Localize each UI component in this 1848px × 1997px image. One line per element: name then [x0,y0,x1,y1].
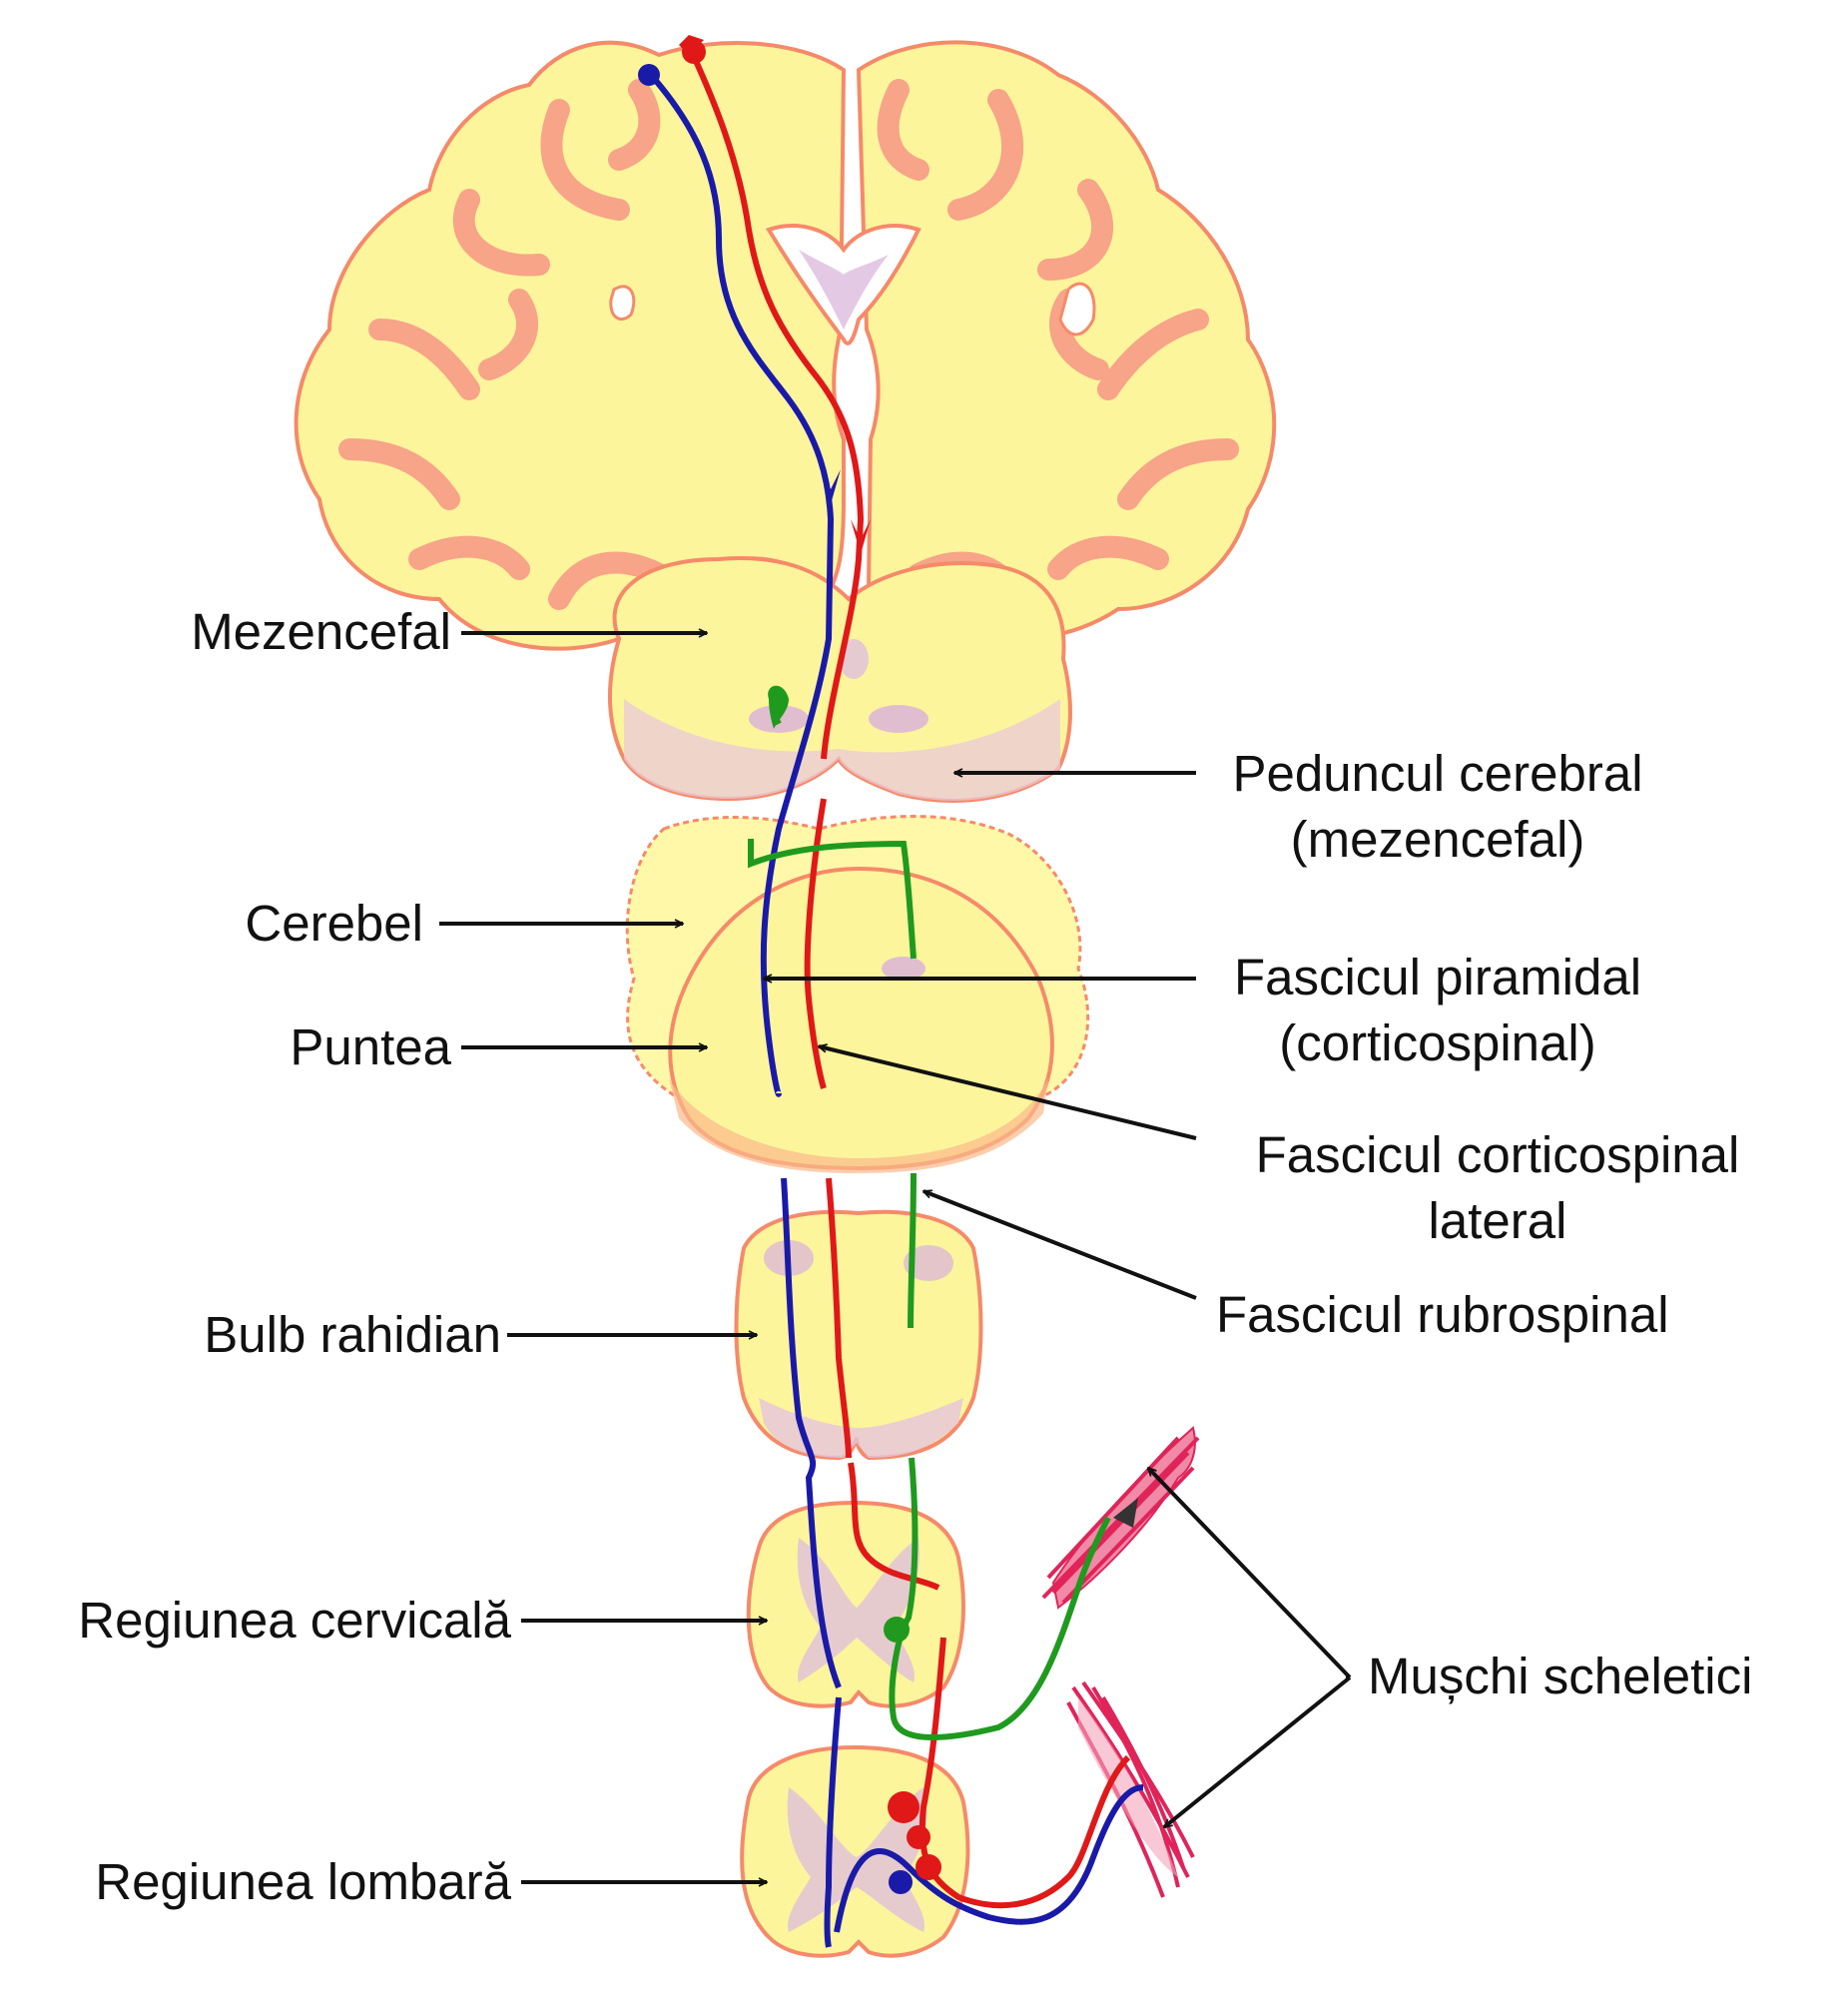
label-peduncul-cerebral-line2: (mezencefal) [1290,811,1585,868]
label-fascicul-piramidal-line1: Fascicul piramidal [1233,949,1642,1005]
brain-coronal-section [294,40,1277,654]
red-nucleus-right [869,705,928,733]
label-mezencefal: Mezencefal [191,603,451,660]
corticospinal-lateral-tract [688,48,940,1591]
pons-nucleus [882,957,925,981]
label-fascicul-corticospinal-lateral-line1: Fascicul corticospinal [1255,1126,1740,1183]
lower-motor-neuron-red-3 [916,1854,941,1880]
lower-motor-neuron-red-2 [907,1825,930,1849]
pyramidal-neuron-soma [638,64,660,86]
skeletal-muscle-upper [1041,1426,1200,1610]
third-ventricle-nucleus [799,250,889,330]
pyramidal-tract [648,73,842,1948]
label-fascicul-corticospinal-lateral-line2: lateral [1428,1192,1567,1249]
lower-motor-neuron-blue [889,1870,913,1894]
label-peduncul-cerebral-line1: Peduncul cerebral [1232,745,1643,802]
red-nucleus-neuron [768,685,789,729]
lower-motor-neuron-red-1 [888,1791,920,1823]
lumbar-cord-section [740,1744,970,1958]
lumbar-grey-matter [787,1787,927,1932]
label-puntea: Puntea [290,1018,451,1075]
label-fascicul-rubrospinal: Fascicul rubrospinal [1216,1286,1669,1343]
insula-cavity [1058,282,1096,336]
label-regiunea-cervicala: Regiunea cervicală [78,1592,511,1649]
pyramidal-arrowhead [821,469,841,504]
corticospinal-arrowhead [851,519,871,554]
interneuron-green [884,1617,910,1643]
medulla-section [734,1209,983,1461]
pyramidal-branch-to-muscle [834,1784,1144,1933]
label-muschi-scheletici: Mușchi scheletici [1368,1648,1753,1704]
corticospinal-lower-segment [919,1637,1131,1909]
label-bulb-rahidian: Bulb rahidian [204,1306,501,1363]
label-regiunea-lombara: Regiunea lombară [95,1853,511,1910]
olive-right [904,1245,953,1281]
cerebral-peduncle-area [624,699,1060,801]
insula-cavity-left [609,285,636,321]
skeletal-muscle-lower [1066,1680,1195,1898]
neuromuscular-junction-upper [1113,1498,1138,1528]
midbrain-section [607,556,1072,803]
label-cerebel: Cerebel [245,895,423,952]
label-arrows [439,633,1352,1882]
label-fascicul-piramidal-line2: (corticospinal) [1279,1014,1596,1071]
